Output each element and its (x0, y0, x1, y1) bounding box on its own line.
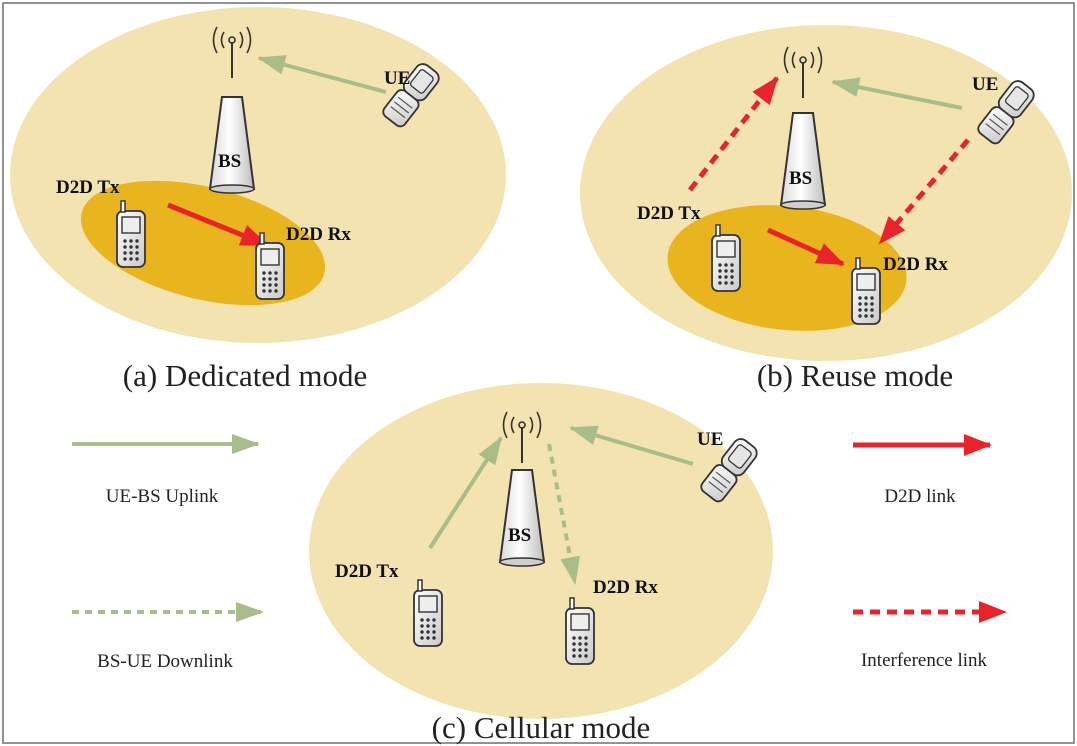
ue-label: UE (384, 68, 410, 89)
d2d-link-arrow (766, 227, 845, 267)
downlink-arrow (547, 443, 581, 585)
interference-arrow (878, 138, 970, 245)
legend: UE-BS Uplink BS-UE Downlink D2D link Int… (72, 434, 1007, 672)
caption-c: (c) Cellular mode (432, 710, 651, 745)
d2d-tx-label: D2D Tx (637, 203, 701, 224)
d2d-tx-label: D2D Tx (56, 177, 120, 198)
d2d-phone-icon (255, 232, 285, 300)
d2d-phone-icon (413, 579, 443, 647)
legend-interference-label: Interference link (861, 650, 988, 671)
d2d-phone-icon (116, 200, 146, 268)
legend-d2d-label: D2D link (884, 486, 956, 507)
ue-label: UE (972, 74, 998, 95)
d2d-tx-label: D2D Tx (335, 561, 399, 582)
caption-a: (a) Dedicated mode (123, 358, 367, 393)
panel-cellular: BS UE D2D Tx D2D Rx (c) Cellular mode (309, 383, 773, 745)
d2d-rx-label: D2D Rx (593, 577, 658, 598)
ue-label: UE (697, 429, 723, 450)
interference-arrow (688, 76, 779, 192)
legend-downlink-label: BS-UE Downlink (97, 651, 233, 672)
caption-b: (b) Reuse mode (757, 358, 953, 393)
d2d-phone-icon (565, 597, 595, 665)
panel-reuse: BS UE D2D Tx D2D Rx (b) Reuse mode (580, 25, 1072, 393)
bs-label: BS (508, 525, 531, 546)
d2d-rx-label: D2D Rx (883, 254, 948, 275)
d2d-rx-label: D2D Rx (286, 224, 351, 245)
d2d-phone-icon (851, 257, 881, 325)
panel-dedicated: BS UE D2D Tx D2D Rx (a) Dedicated mode (10, 7, 506, 393)
uplink-arrow (569, 425, 694, 466)
uplink-arrow (831, 77, 963, 110)
legend-uplink-label: UE-BS Uplink (106, 486, 219, 507)
d2d-link-arrow (167, 202, 269, 248)
bs-label: BS (789, 168, 812, 189)
uplink-arrow (257, 55, 387, 94)
bs-label: BS (218, 151, 241, 172)
uplink-arrow (428, 436, 503, 550)
d2d-phone-icon (711, 224, 741, 292)
